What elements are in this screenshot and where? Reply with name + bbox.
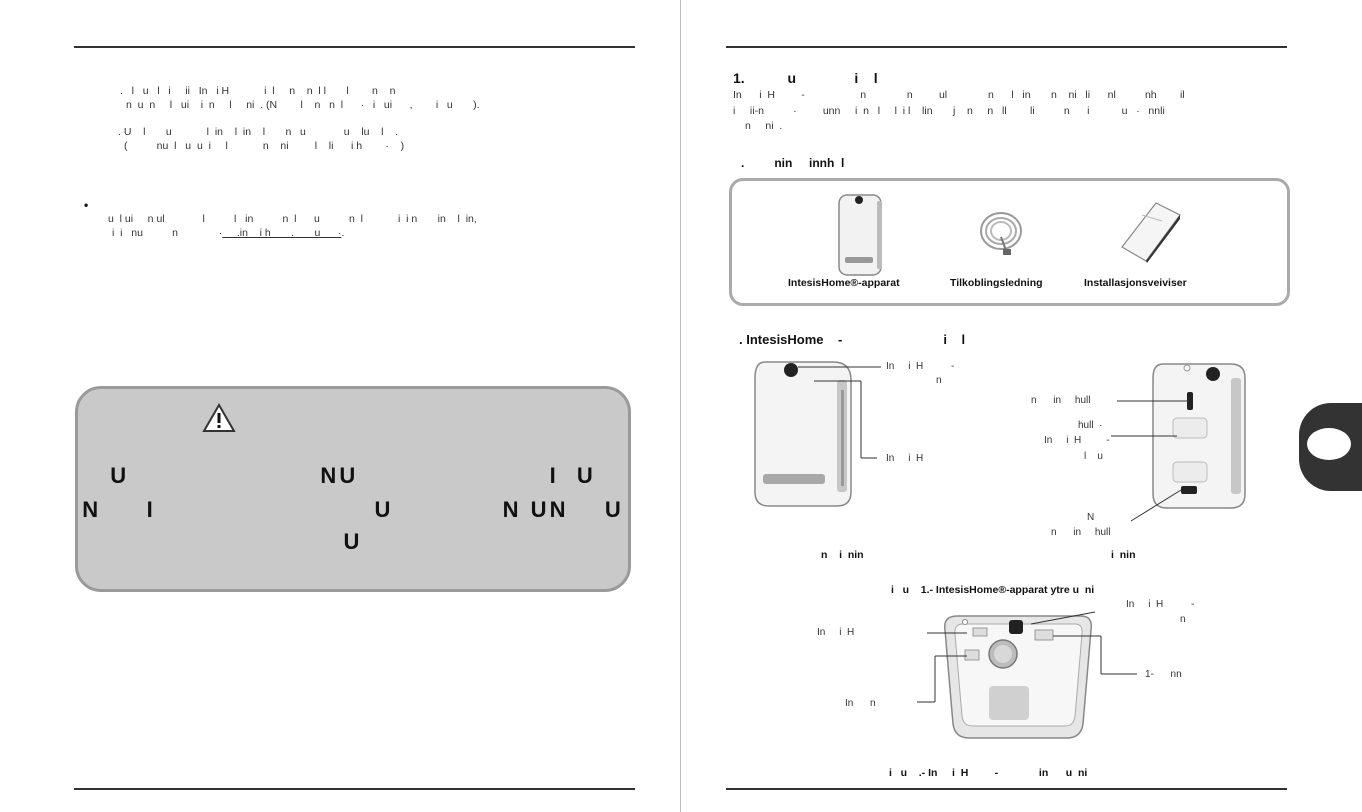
left-page: . l u l i ii In i H i l n n l l l n n n … [0, 0, 680, 812]
intro-line-2: i ii-n · unn i n l l i l lin j n n ll li… [733, 105, 1165, 117]
cable-icon [980, 212, 1022, 255]
paragraph-2-line-1: . U l u l in l in l n u u lu l . [118, 126, 399, 138]
paragraph-3-line-2: i i nu n · .in i h . u ·. [112, 226, 344, 240]
device-front-illustration [754, 361, 852, 507]
chapter-tab-marker [1307, 428, 1351, 460]
page-divider [680, 0, 681, 812]
top-button-label-a: In i H - [886, 361, 955, 372]
device-icon [838, 194, 882, 276]
front-leader-lines [798, 366, 881, 459]
contents-title: . nin innh l [741, 156, 845, 170]
intro-line-3: n ni . [745, 120, 783, 132]
inside-top-label-b: n [1180, 614, 1186, 625]
figure-2-caption: i u .- In i H - in u ni [889, 767, 1088, 779]
footer-rule [74, 788, 635, 790]
paragraph-3-line-1: u l ui n ul l l in n l u n l i i n in l … [108, 213, 477, 225]
warning-line-3: U [343, 529, 363, 554]
paragraph-1-line-1: . l u l i ii In i H i l n n l l l n n [120, 85, 396, 97]
inside-bottom-label: In n [845, 698, 876, 709]
item-manual-label: Installasjonsveiviser [1084, 277, 1187, 289]
package-contents-box: IntesisHome®-apparat Tilkoblingsledning … [729, 178, 1290, 306]
right-page: 1. u i l In i H - n n ul n l in n ni li … [681, 0, 1362, 812]
header-rule [74, 46, 635, 48]
paragraph-1-line-2: n u n l ui i n l ni . (N l n n l · i ui … [126, 99, 480, 111]
warning-line-1: U NU I U [110, 463, 596, 488]
hole-2-label-b: In i H - [1044, 435, 1110, 446]
bullet: • [84, 198, 89, 212]
footer-rule-right [726, 788, 1287, 790]
intro-line-1: In i H - n n ul n l in n ni li nl nh il [733, 89, 1185, 101]
device-back-illustration [1152, 363, 1246, 509]
paragraph-3-text: i i nu n · [112, 227, 223, 239]
inside-top-label-a: In i H - [1126, 599, 1195, 610]
item-cable-label: Tilkoblingsledning [950, 277, 1043, 289]
inside-leader-lines [917, 611, 1137, 703]
warning-box: U NU I U N I U N UN U U [75, 386, 631, 592]
back-view-caption: i nin [1111, 549, 1136, 561]
hole-2-label-a: hull · [1078, 420, 1103, 431]
website-link[interactable]: .in i h . u · [222, 227, 342, 239]
inside-left-label: In i H [817, 627, 855, 638]
item-device-label: IntesisHome®-apparat [788, 277, 900, 289]
device-inside-illustration [944, 615, 1093, 739]
front-view-caption: n i nin [821, 549, 864, 561]
hole-2-label-c: l u [1084, 451, 1103, 462]
inside-right-label: 1- nn [1145, 669, 1182, 680]
paragraph-3-end: . [341, 227, 345, 239]
bottom-hole-label-a: N [1087, 512, 1095, 523]
back-leader-lines [1111, 400, 1189, 522]
header-rule-right [726, 46, 1287, 48]
section-title: 1. u i l [733, 70, 878, 86]
figure-1-caption: i u 1.- IntesisHome®-apparat ytre u ni [891, 584, 1095, 596]
device-section-title: . IntesisHome - i l [739, 332, 966, 347]
mount-hole-label: n in hull [1031, 395, 1091, 406]
top-button-label-b: n [936, 375, 942, 386]
paragraph-2-line-2: ( nu l u u i l n ni l li i h · ) [124, 140, 405, 152]
manual-icon [1121, 202, 1181, 263]
warning-triangle-icon [202, 402, 236, 432]
bottom-hole-label-b: n in hull [1051, 527, 1111, 538]
front-logo-label: In i H [886, 453, 924, 464]
warning-line-2: N I U N UN U [82, 497, 624, 522]
